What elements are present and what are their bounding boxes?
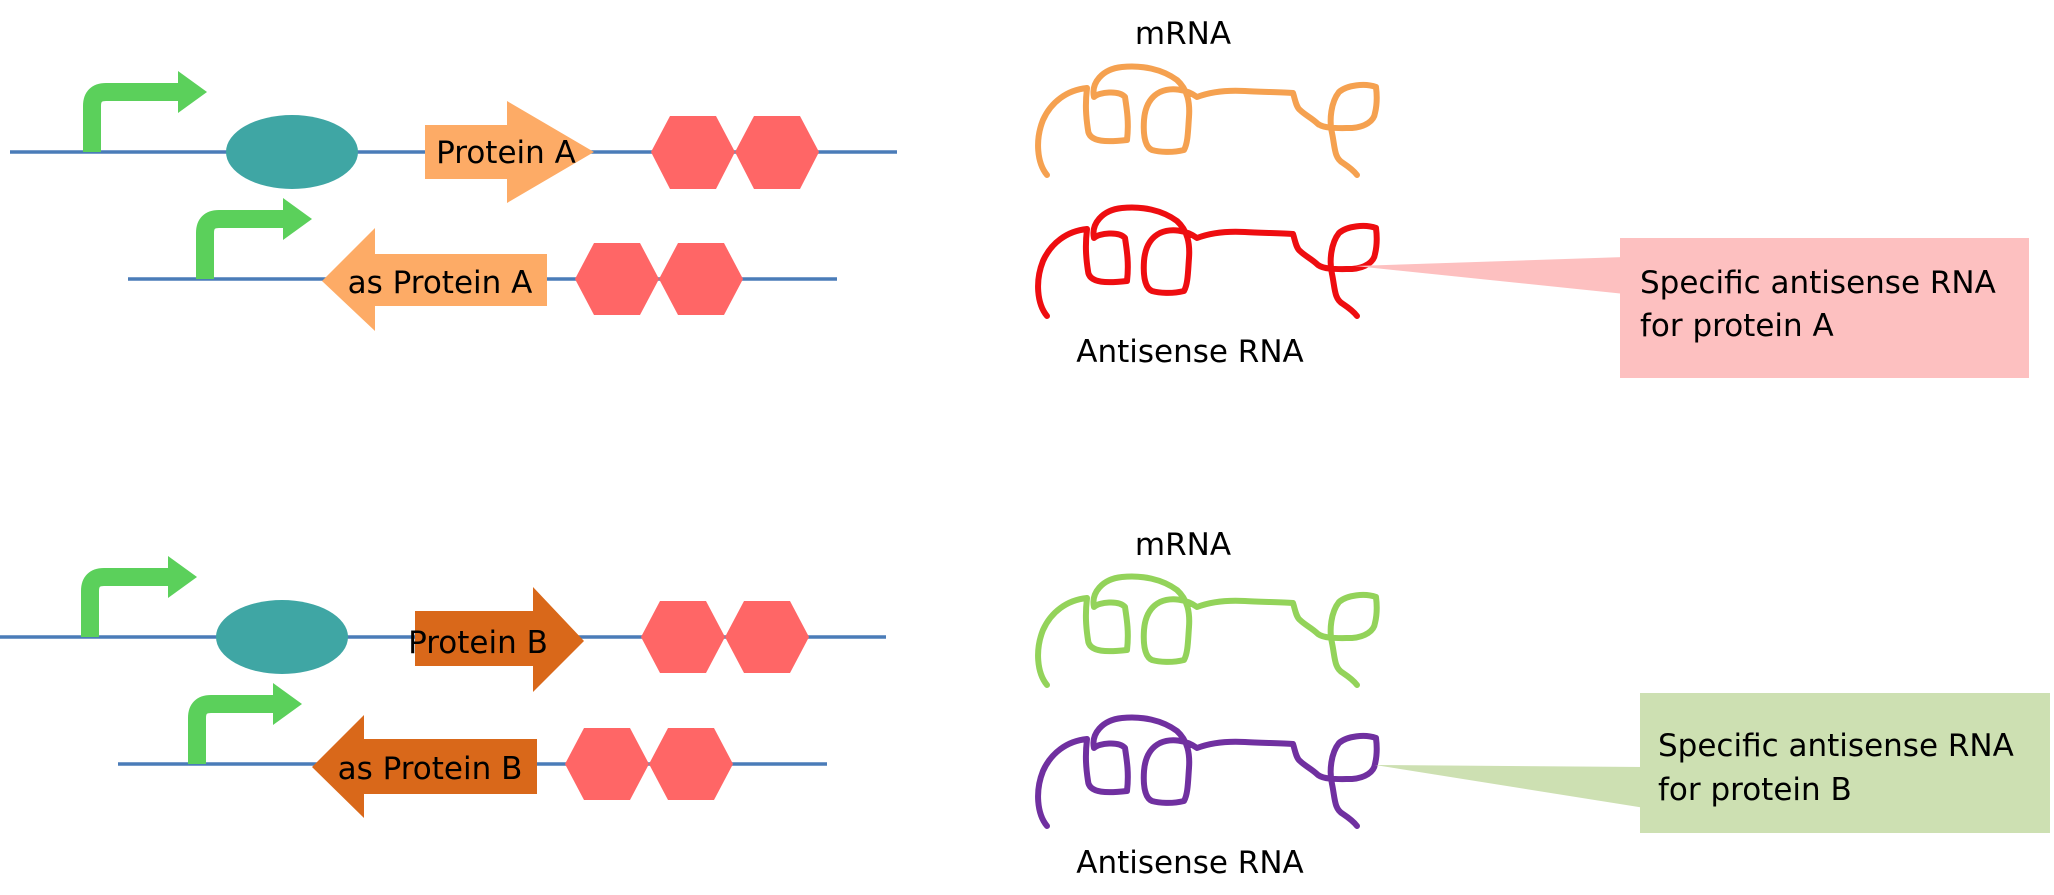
gene-label-as-protein-b: as Protein B <box>338 751 523 787</box>
callout-text-line-2: for protein A <box>1640 308 1834 344</box>
antisense-rna-squiggle-b <box>1038 718 1377 826</box>
gene-label-protein-b: Protein B <box>408 625 548 661</box>
section-a: Protein A as Protein A mRNA Antisense RN… <box>10 16 2029 378</box>
gene-arrow-as-protein-a <box>322 228 547 331</box>
operator-ellipse <box>216 600 348 674</box>
terminator-icon <box>565 728 733 800</box>
mrna-squiggle-b <box>1038 577 1377 685</box>
callout-text-line-2: for protein B <box>1658 772 1852 808</box>
terminator-icon <box>641 601 809 673</box>
antisense-rna-label: Antisense RNA <box>1076 845 1304 881</box>
terminator-icon <box>575 243 743 315</box>
promoter-icon <box>81 556 197 637</box>
antisense-rna-label: Antisense RNA <box>1076 334 1304 370</box>
promoter-icon <box>83 71 207 152</box>
mrna-squiggle-a <box>1038 67 1377 175</box>
mrna-label: mRNA <box>1135 16 1231 52</box>
gene-arrow-as-protein-b <box>312 715 537 818</box>
operator-ellipse <box>226 115 358 189</box>
gene-label-as-protein-a: as Protein A <box>348 265 533 301</box>
mrna-label: mRNA <box>1135 527 1231 563</box>
gene-label-protein-a: Protein A <box>436 135 576 171</box>
terminator-icon <box>651 116 819 189</box>
gene-arrow-protein-a <box>425 101 594 203</box>
callout-text-line-1: Specific antisense RNA <box>1640 265 1996 301</box>
promoter-icon <box>188 683 302 764</box>
promoter-icon <box>196 198 312 279</box>
callout-protein-a: Specific antisense RNA for protein A <box>1355 238 2029 378</box>
gene-arrow-protein-b <box>415 587 584 692</box>
callout-text-line-1: Specific antisense RNA <box>1658 728 2014 764</box>
section-b: Protein B as Protein B mRNA Antisense RN… <box>0 527 2050 881</box>
antisense-rna-squiggle-a <box>1038 208 1377 316</box>
callout-protein-b: Specific antisense RNA for protein B <box>1375 693 2050 833</box>
